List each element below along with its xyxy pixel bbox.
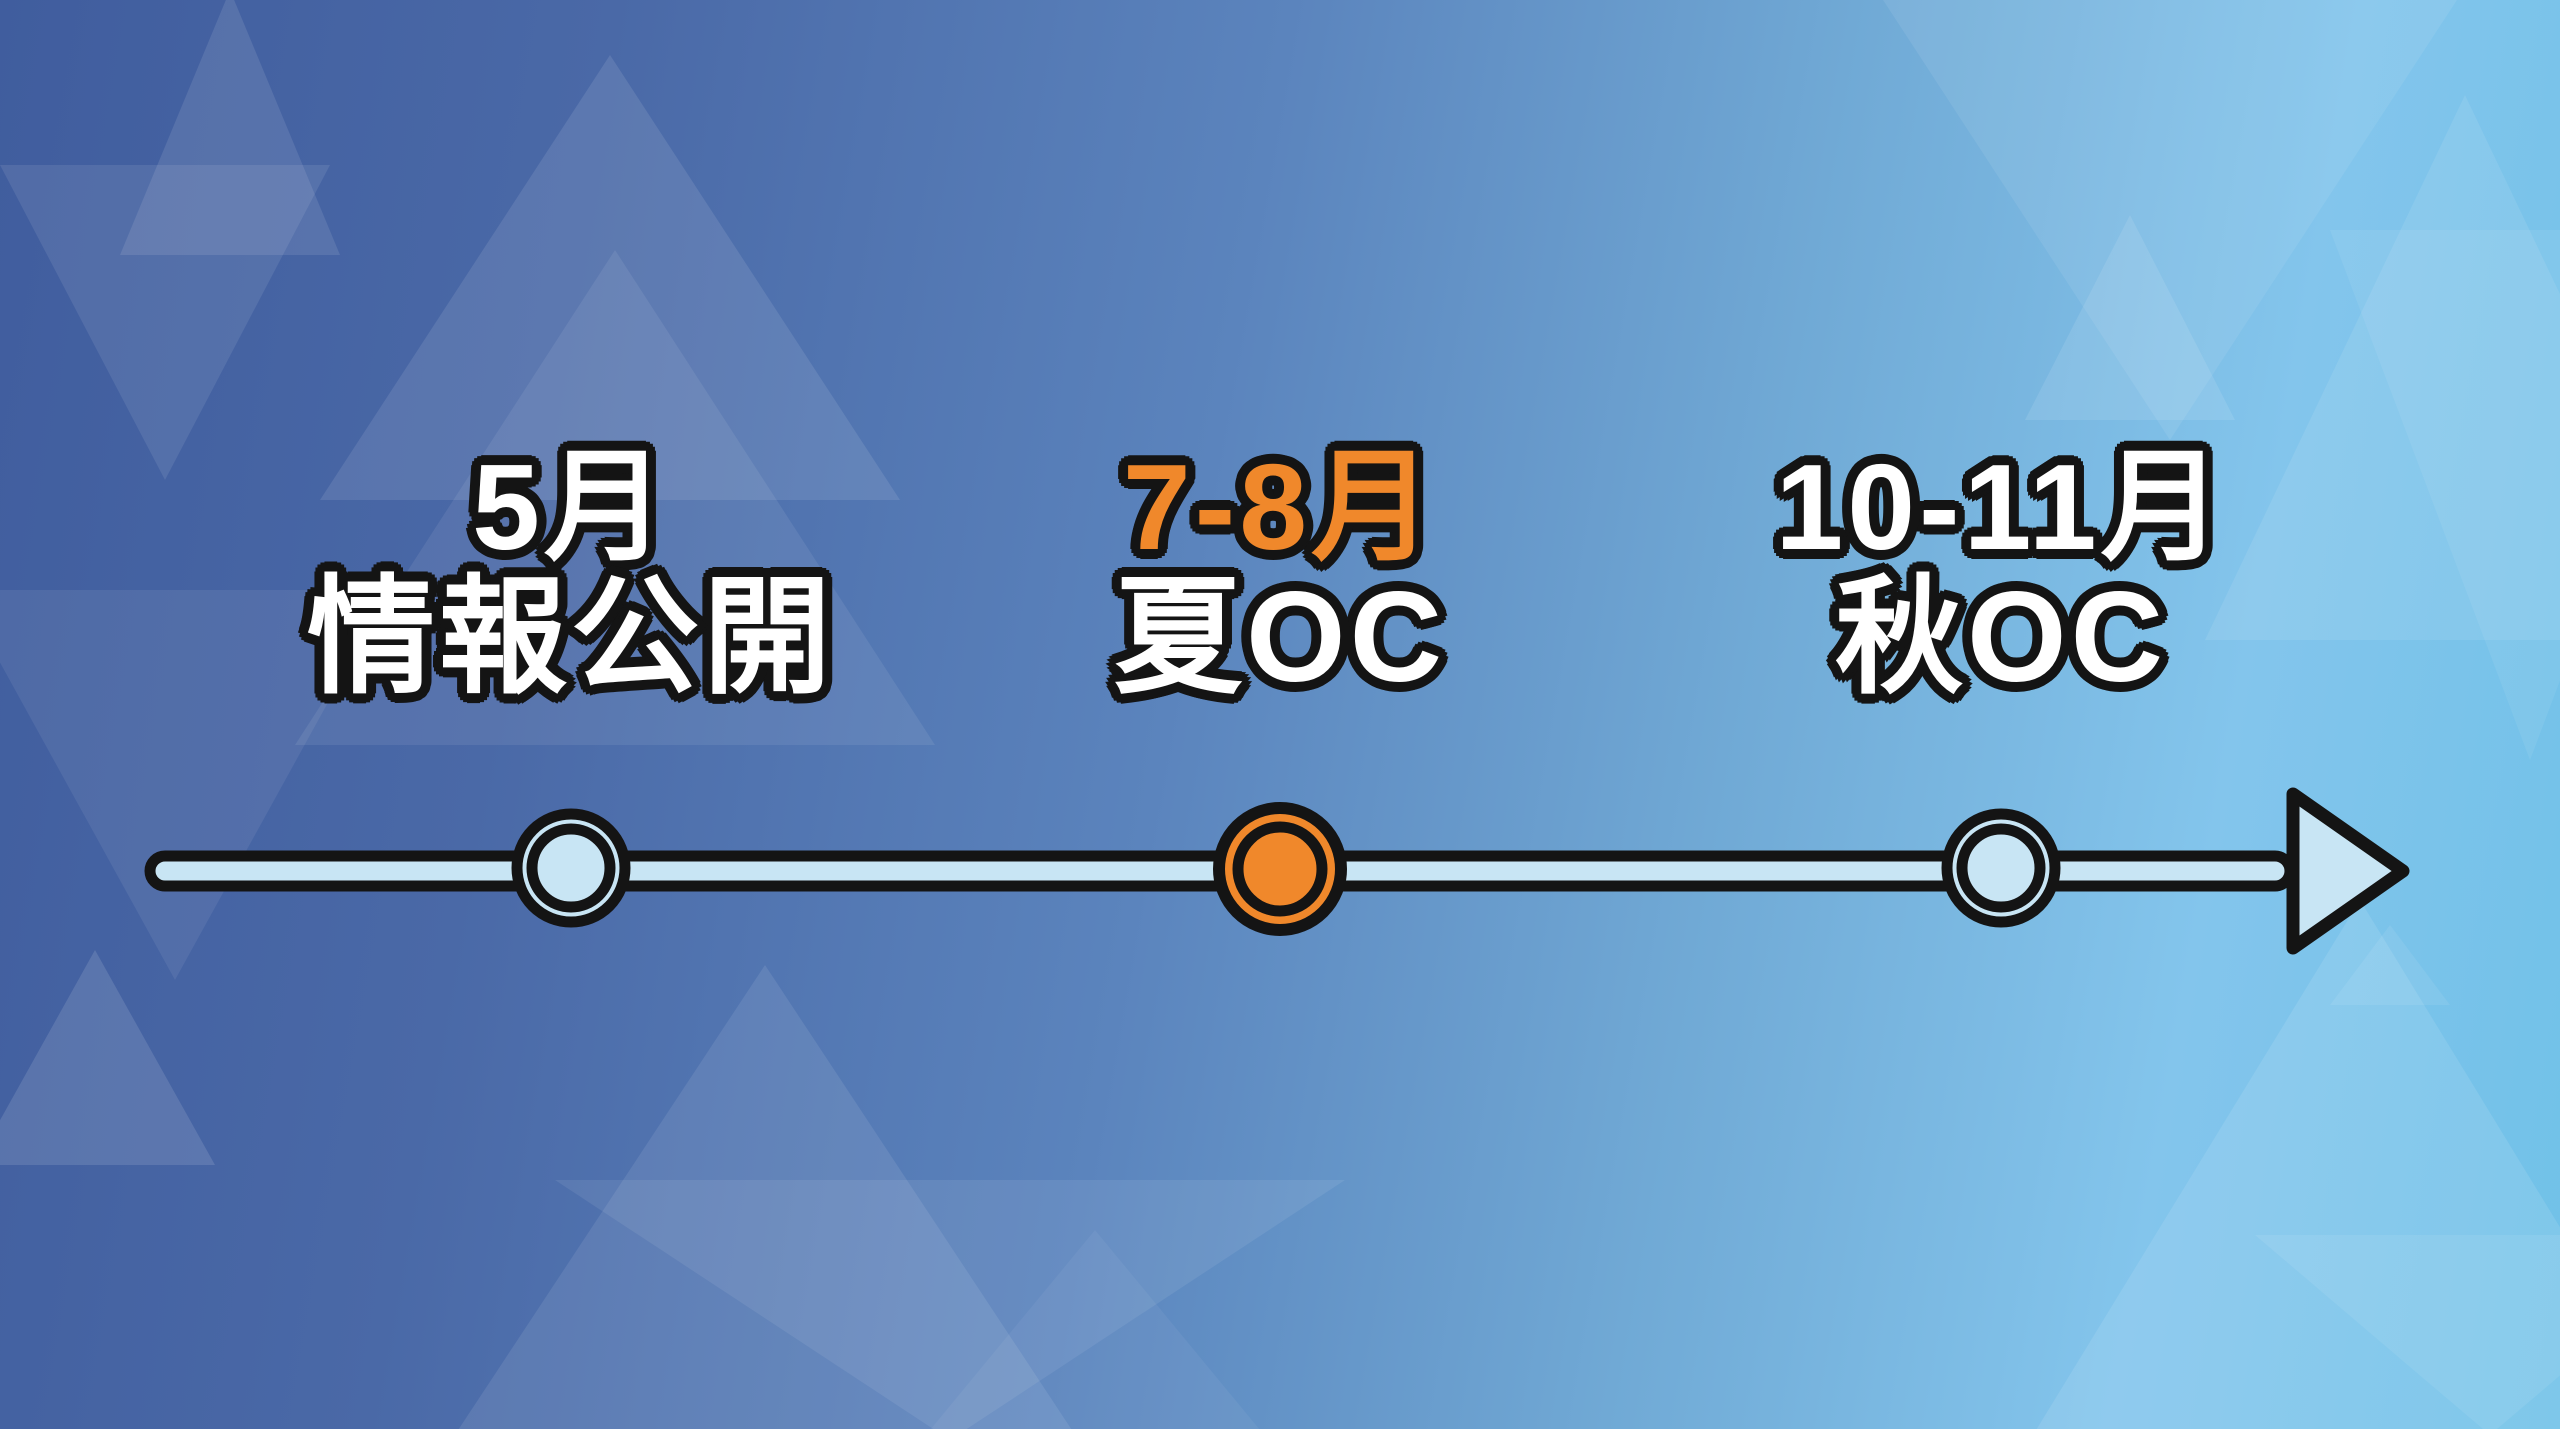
- milestone-label-summer-oc: 7-8月 夏OC: [960, 444, 1600, 704]
- milestone-period: 5月: [472, 439, 670, 575]
- milestone-label-autumn-oc: 10-11月 秋OC: [1681, 444, 2321, 704]
- milestone-label-may: 5月 情報公開: [251, 444, 891, 704]
- milestone-event: 夏OC: [1114, 565, 1446, 709]
- milestone-event: 情報公開: [306, 565, 835, 709]
- milestone-period: 10-11月: [1775, 439, 2227, 575]
- arrowhead-icon: [2286, 787, 2410, 955]
- milestone-node-may: [511, 808, 631, 928]
- milestone-period: 7-8月: [1122, 439, 1438, 575]
- milestone-node-summer-oc: [1213, 802, 1347, 936]
- milestone-event: 秋OC: [1835, 565, 2167, 709]
- milestone-node-autumn-oc: [1941, 808, 2061, 928]
